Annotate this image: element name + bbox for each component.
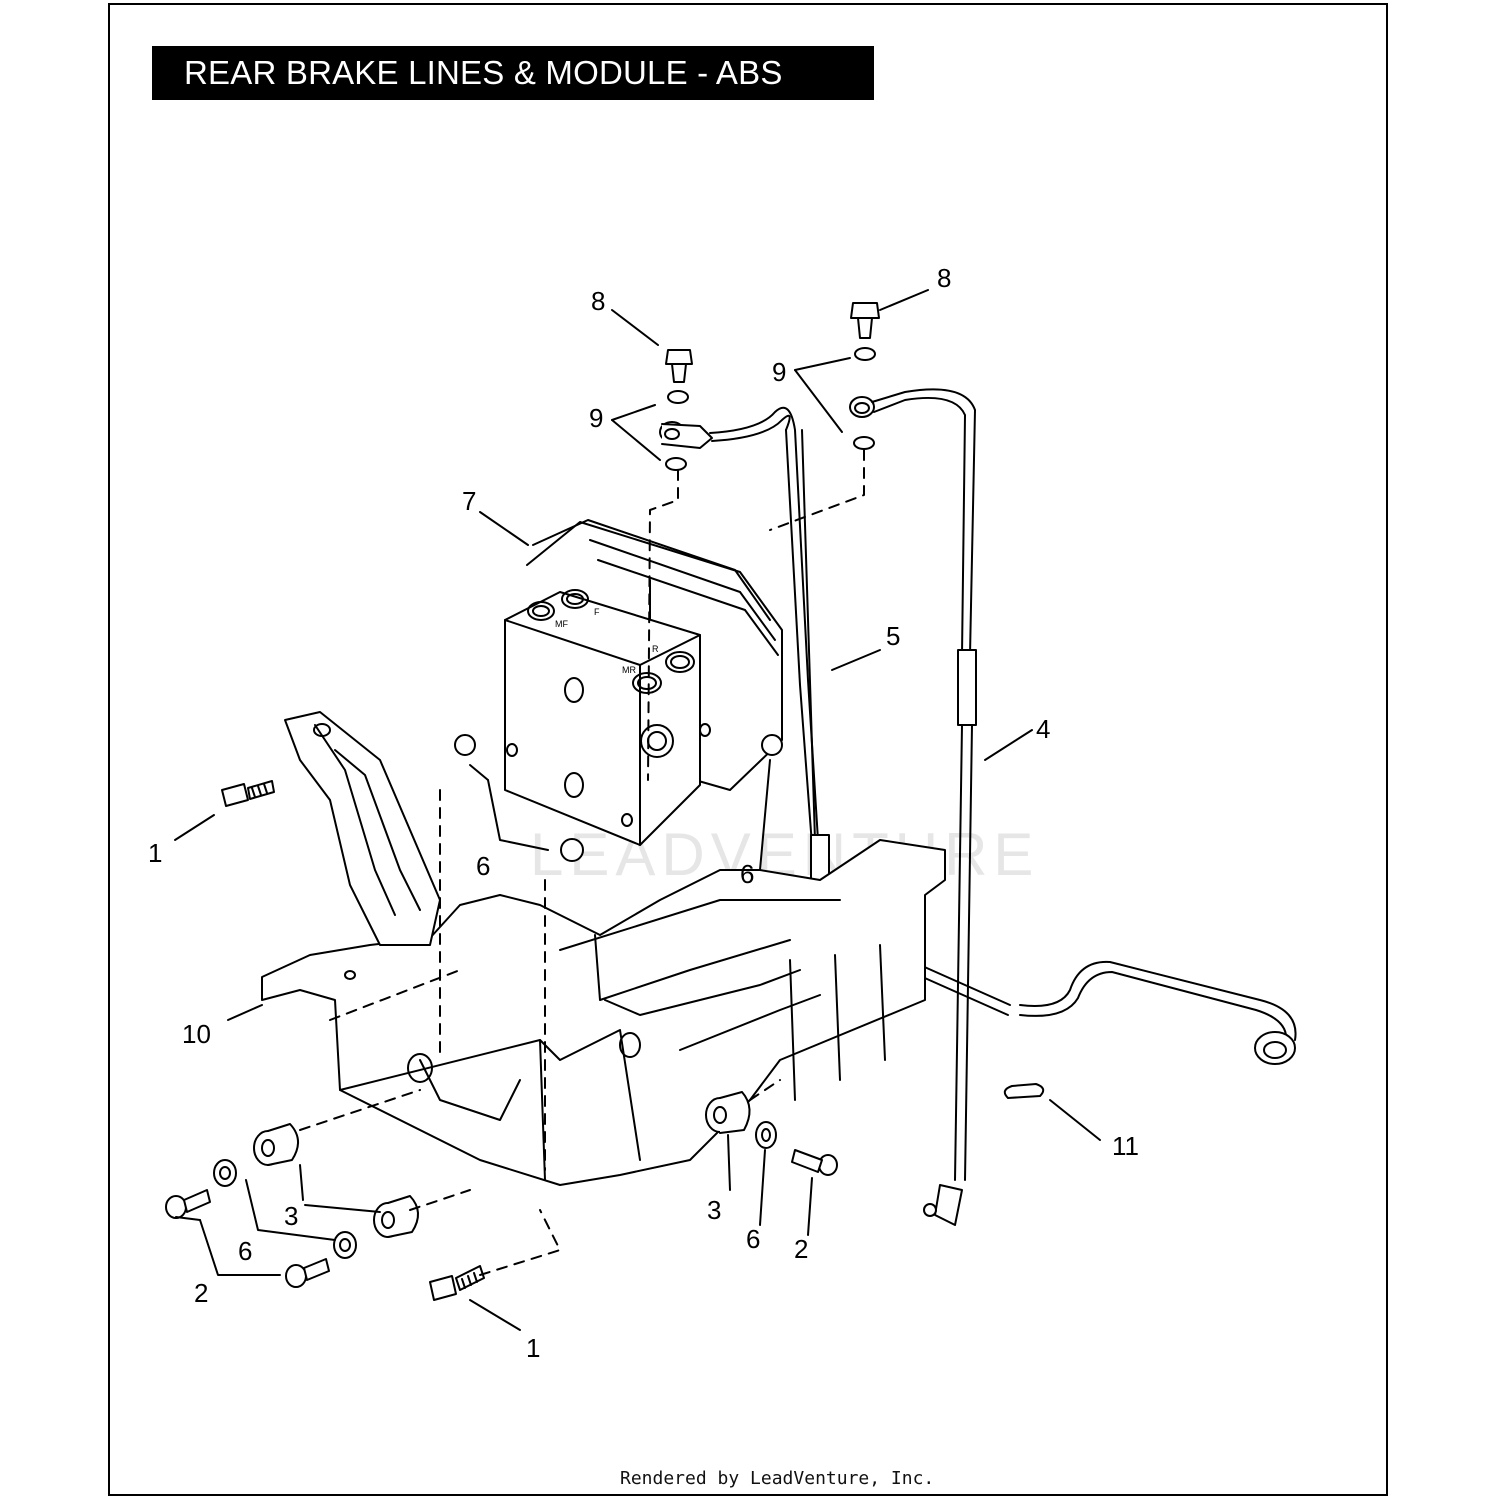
callout-5: 5 <box>886 621 900 651</box>
module-label-f: F <box>594 607 600 617</box>
leader-lines <box>174 289 1101 1331</box>
diagram-frame <box>108 3 1388 1496</box>
callout-6-left: 6 <box>238 1236 252 1266</box>
grommet-6-d[interactable] <box>454 734 783 862</box>
callout-2-right: 2 <box>794 1234 808 1264</box>
module-label-r: R <box>652 644 659 654</box>
crush-washer-9[interactable] <box>665 347 876 471</box>
callout-10: 10 <box>182 1019 211 1049</box>
callout-3-left: 3 <box>284 1201 298 1231</box>
callout-1-upper: 1 <box>148 838 162 868</box>
callout-8-right: 8 <box>937 263 951 293</box>
bolt-1-lower[interactable] <box>429 1265 485 1301</box>
battery-tray-bracket[interactable] <box>261 711 946 1186</box>
banjo-bolt-8-right[interactable] <box>850 302 880 339</box>
callout-4: 4 <box>1036 714 1050 744</box>
abs-module[interactable] <box>504 519 783 846</box>
callout-1-lower: 1 <box>526 1333 540 1363</box>
callout-9-right: 9 <box>772 357 786 387</box>
callout-7: 7 <box>462 486 476 516</box>
washer-6-c[interactable] <box>755 1121 777 1149</box>
bolt-2-left-upper[interactable] <box>165 1189 211 1219</box>
assembly-lines <box>299 449 865 1276</box>
callout-11: 11 <box>1112 1131 1139 1161</box>
brake-line-4[interactable] <box>849 388 977 1226</box>
module-label-mf-top: MF <box>555 619 568 629</box>
callout-8-left: 8 <box>591 286 605 316</box>
bolt-2-left-lower[interactable] <box>285 1258 330 1288</box>
callout-9-left: 9 <box>589 403 603 433</box>
washer-6-a[interactable] <box>213 1159 237 1187</box>
bolt-1-upper[interactable] <box>221 780 275 807</box>
callout-2-left: 2 <box>194 1278 208 1308</box>
clip-11[interactable] <box>1003 1083 1045 1099</box>
bushing-3-a[interactable] <box>253 1123 299 1166</box>
module-label-mr: MR <box>622 665 636 675</box>
bushing-3-c[interactable] <box>705 1091 751 1134</box>
banjo-bolt-8-left[interactable] <box>665 349 693 383</box>
callout-6-right-bottom: 6 <box>746 1224 760 1254</box>
bushing-3-b[interactable] <box>373 1195 419 1238</box>
washer-6-b[interactable] <box>333 1231 357 1259</box>
callout-6-module: 6 <box>476 851 490 881</box>
diagram-title: REAR BRAKE LINES & MODULE - ABS <box>152 46 874 100</box>
bolt-2-right[interactable] <box>791 1149 838 1176</box>
callout-6-right-top: 6 <box>740 859 754 889</box>
callout-3-right: 3 <box>707 1195 721 1225</box>
render-credit: Rendered by LeadVenture, Inc. <box>620 1468 935 1489</box>
